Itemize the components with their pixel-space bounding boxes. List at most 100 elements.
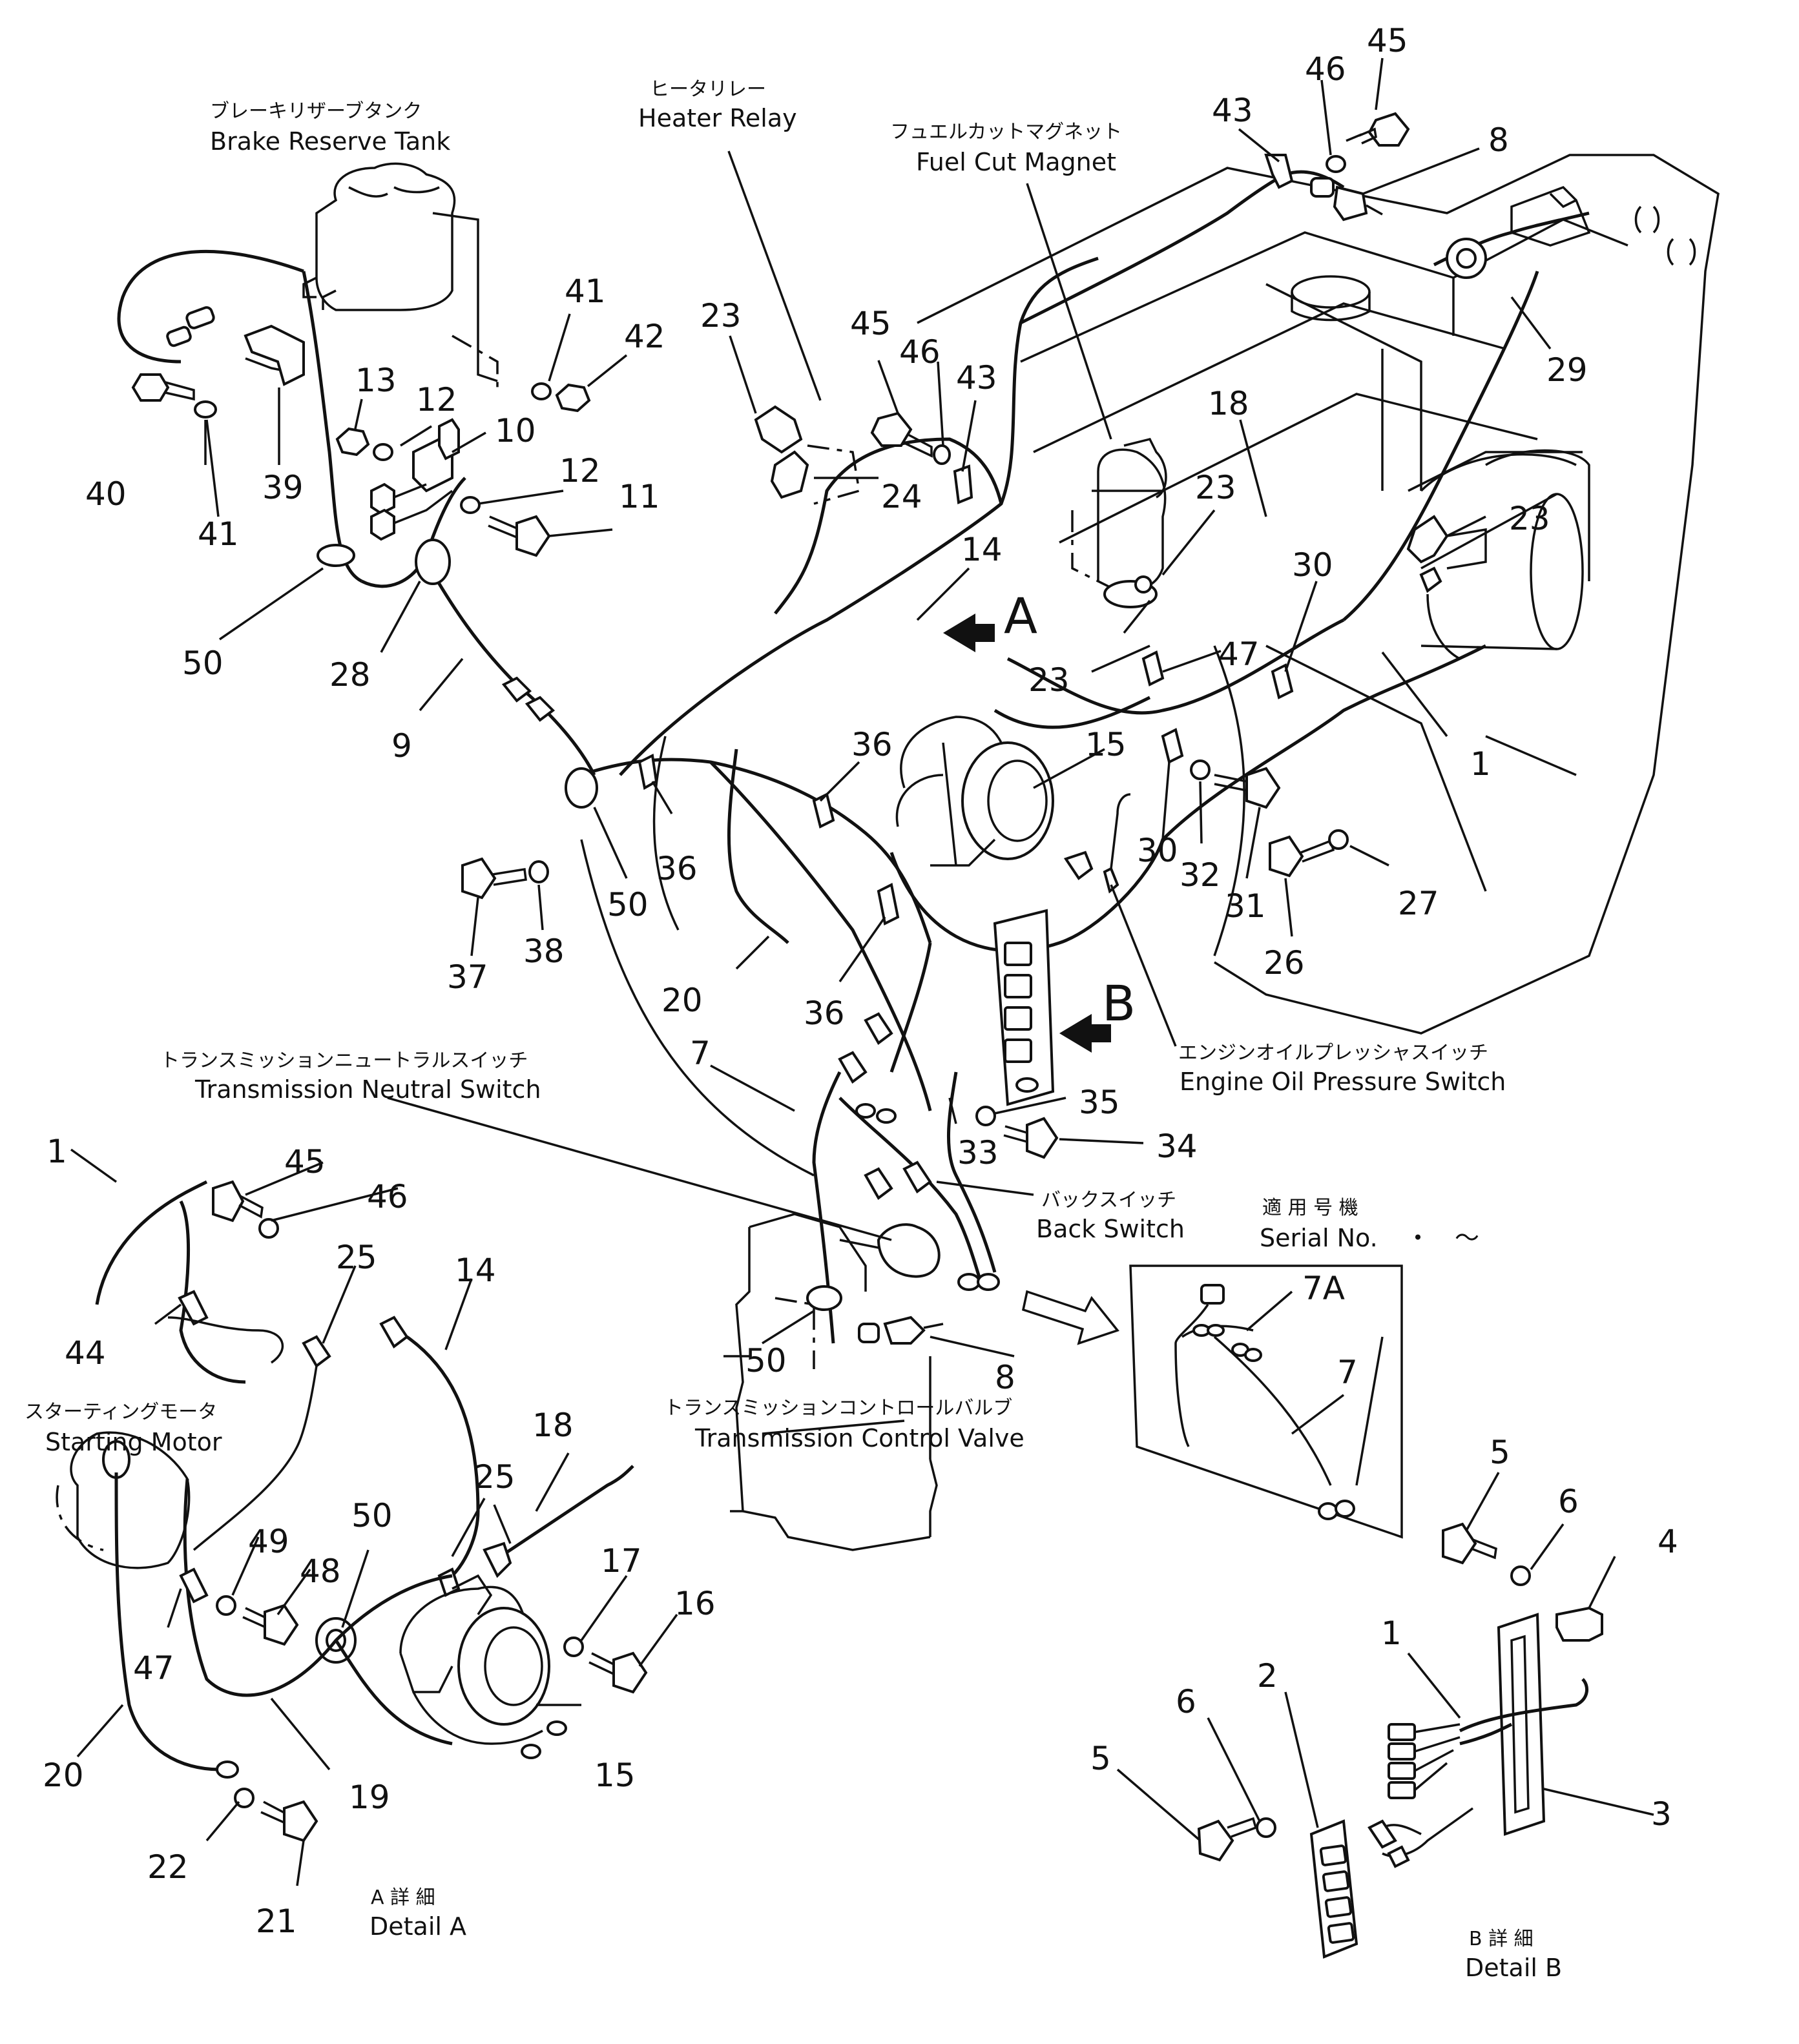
label-starting-motor-en: Starting Motor: [45, 1428, 222, 1456]
callout-12: 12: [416, 381, 457, 418]
label-arrow-a: A: [1004, 587, 1037, 645]
transmission-neutral-switch: [877, 1223, 1000, 1291]
label-detail-a-en: Detail A: [369, 1912, 466, 1941]
callout-19: 19: [349, 1779, 390, 1816]
callout-18: 18: [532, 1407, 574, 1444]
bolt-37: [461, 857, 527, 900]
washer-32: [1190, 759, 1211, 780]
bracket-39: [244, 324, 305, 386]
label-back-switch-en: Back Switch: [1036, 1215, 1185, 1243]
sensor-8-lower: [858, 1316, 944, 1345]
clamp-30-low: [1161, 728, 1184, 764]
detail-b-panel-main: [993, 909, 1055, 1106]
callout-27: 27: [1398, 885, 1439, 922]
callout-37: 37: [447, 958, 488, 996]
callout-41: 41: [565, 273, 606, 310]
callout-47: 47: [1218, 635, 1260, 673]
grommet-50-top: [317, 544, 355, 567]
callout-38: 38: [523, 933, 565, 970]
label-back-switch-jp: バックスイッチ: [1041, 1189, 1176, 1212]
detail-a: [56, 1180, 648, 1843]
label-heater-relay-en: Heater Relay: [638, 104, 797, 132]
callout-28: 28: [329, 656, 371, 694]
label-trans-valve-jp: トランスミッションコントロールバルブ: [664, 1397, 1012, 1419]
clamp-47-top: [1141, 650, 1165, 686]
callout-7: 7: [690, 1035, 711, 1072]
callout-41: 41: [198, 515, 239, 553]
callout-6: 6: [1176, 1683, 1196, 1720]
callout-18: 18: [1208, 385, 1249, 422]
washer-12-mid: [460, 496, 481, 514]
callout-34: 34: [1156, 1128, 1198, 1165]
callout-17: 17: [601, 1542, 642, 1580]
callout-8: 8: [1488, 121, 1509, 159]
callout-46: 46: [1305, 50, 1346, 88]
washer-46-top: [1326, 155, 1346, 173]
label-detail-b-en: Detail B: [1465, 1954, 1562, 1982]
serial-inset: [1129, 1265, 1403, 1539]
callout-50: 50: [745, 1342, 787, 1379]
oil-pressure-switch: [1063, 793, 1131, 894]
leader-lines: [70, 57, 1654, 1886]
clamp-36-b: [812, 792, 835, 829]
callout-47: 47: [133, 1649, 174, 1687]
callout-22: 22: [147, 1848, 189, 1886]
clamp-36-c: [877, 883, 900, 925]
callout-25: 25: [336, 1239, 377, 1276]
callout-4: 4: [1658, 1523, 1678, 1560]
callout-23: 23: [700, 297, 742, 335]
washer-12-top: [373, 443, 393, 461]
bolt-11: [488, 515, 551, 557]
callout-6: 6: [1558, 1483, 1579, 1520]
washer-41-right: [531, 382, 552, 400]
callout-3: 3: [1651, 1795, 1672, 1833]
bolt-34: [1003, 1117, 1059, 1159]
callout-48: 48: [300, 1553, 341, 1590]
callout-45: 45: [1367, 22, 1408, 59]
callout-8: 8: [995, 1359, 1015, 1396]
callout-30: 30: [1137, 832, 1178, 869]
callout-46: 46: [899, 333, 941, 371]
callout-7: 7: [1337, 1354, 1358, 1391]
heater-relay: [754, 405, 860, 505]
callout-23: 23: [1509, 500, 1550, 537]
callout-40: 40: [85, 475, 127, 513]
callout-23: 23: [1195, 469, 1236, 506]
arrow-b: [1059, 1014, 1111, 1053]
callout-35: 35: [1079, 1084, 1120, 1121]
callout-7A: 7A: [1302, 1270, 1345, 1307]
callout-16: 16: [674, 1585, 716, 1622]
connector-mid: [838, 1051, 868, 1084]
label-brake-tank-en: Brake Reserve Tank: [210, 127, 450, 156]
clip-43-mid: [953, 464, 973, 504]
back-switch: [864, 1161, 932, 1200]
bracket-29-side: [1510, 185, 1591, 247]
callout-36: 36: [804, 995, 845, 1032]
callout-9: 9: [391, 727, 412, 765]
callout-50: 50: [607, 886, 649, 924]
label-detail-b-jp: B 詳 細: [1469, 1928, 1534, 1950]
callout-32: 32: [1180, 856, 1221, 894]
callout-23: 23: [1028, 661, 1070, 699]
connector-9b: [525, 696, 556, 722]
arrow-a: [943, 614, 995, 652]
callout-36: 36: [656, 850, 698, 887]
callout-14: 14: [455, 1252, 496, 1289]
callout-31: 31: [1225, 887, 1266, 925]
callout-20: 20: [43, 1757, 84, 1794]
label-trans-valve-en: Transmission Control Valve: [694, 1424, 1024, 1452]
clip-43-top: [1264, 154, 1294, 189]
alternator-15-main: [895, 716, 1054, 867]
callout-42: 42: [624, 318, 665, 355]
grommet-50-low: [806, 1285, 842, 1311]
callout-50: 50: [182, 645, 224, 682]
label-arrow-b: B: [1102, 975, 1136, 1032]
washer-38: [528, 860, 549, 883]
callout-5: 5: [1490, 1434, 1510, 1471]
washer-46-mid: [933, 444, 951, 465]
component-labels: ブレーキリザーブタンク Brake Reserve Tank ヒータリレー He…: [25, 78, 1562, 1982]
callout-13: 13: [355, 362, 397, 399]
arrow-serial: [1021, 1290, 1119, 1345]
callout-46: 46: [367, 1178, 408, 1215]
